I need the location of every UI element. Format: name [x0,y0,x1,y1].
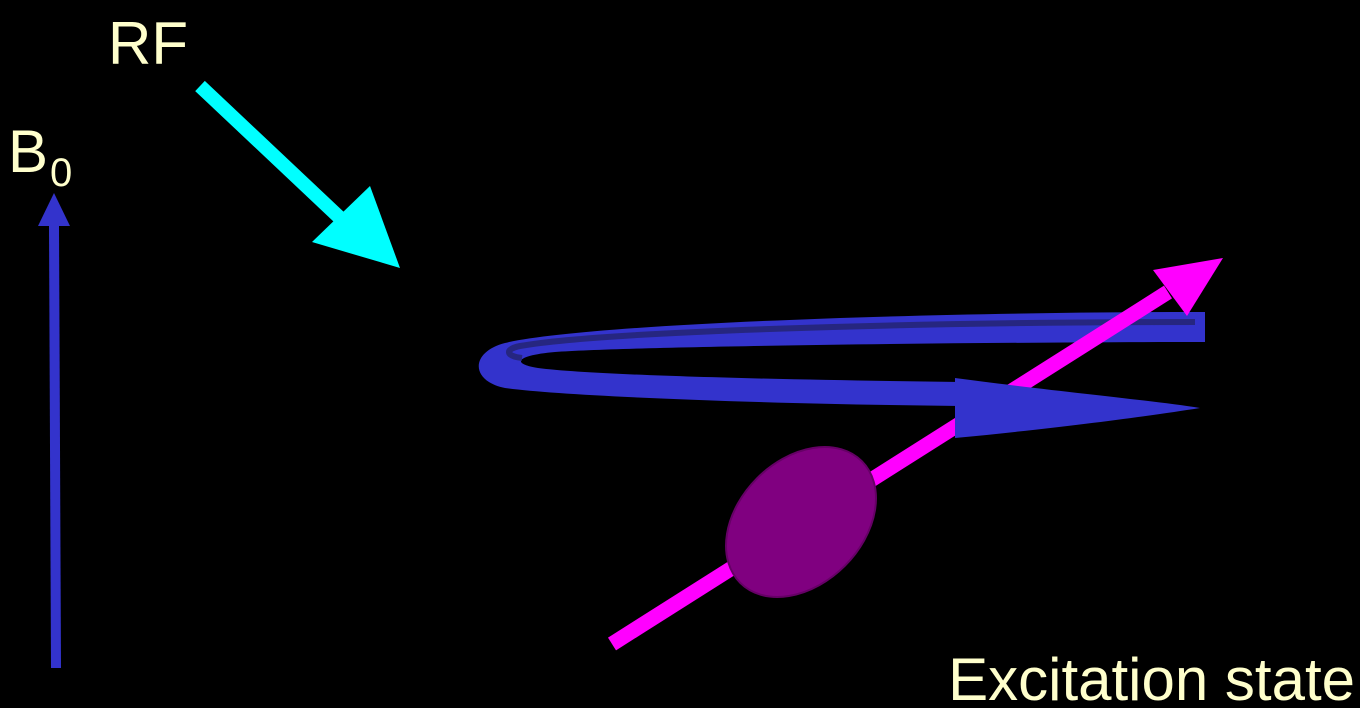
excitation-state-label: Excitation state [948,646,1355,708]
rf-label: RF [108,10,188,77]
precession-ring [478,312,1205,406]
spin-axis-arrow [607,258,1223,651]
precession-arrow-head [955,378,1200,438]
b0-label: B [8,118,48,185]
rf-pulse-arrow [195,80,400,268]
b0-field-arrow [38,193,70,669]
b0-subscript: 0 [50,151,72,195]
nucleus-ellipse [725,446,877,598]
